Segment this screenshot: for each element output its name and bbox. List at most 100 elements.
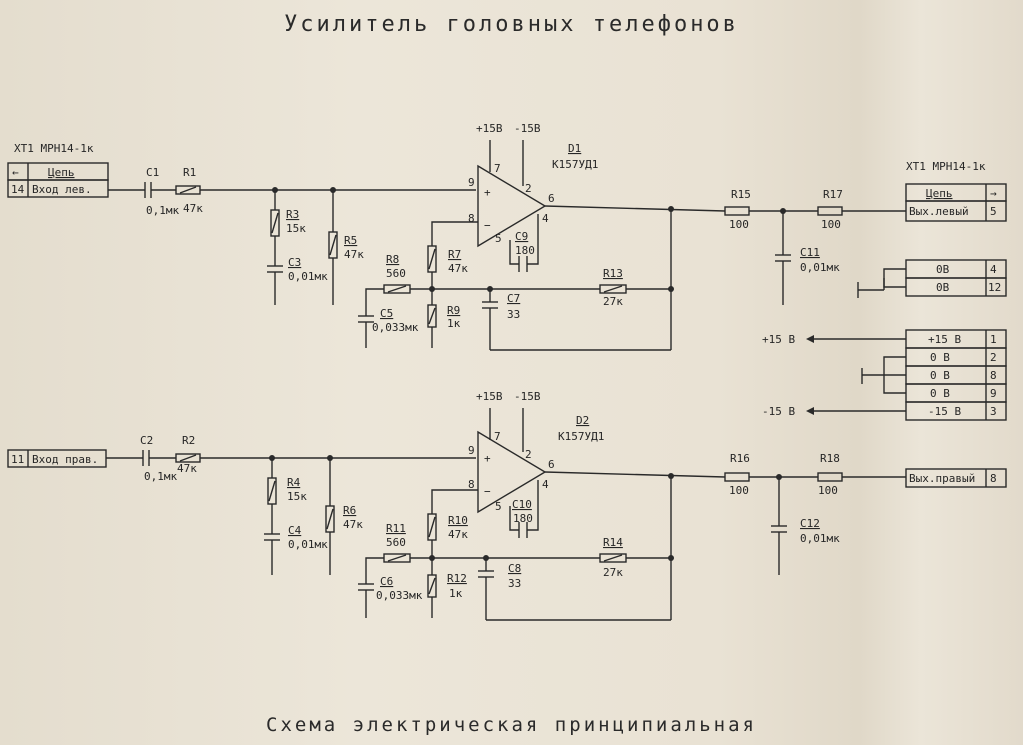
c9-ref: C9 (515, 230, 528, 243)
d1-pin-4: 4 (542, 212, 549, 225)
d1-minus-sign: − (484, 219, 491, 232)
r16-value: 100 (729, 484, 749, 497)
r18-value: 100 (818, 484, 838, 497)
r15-value: 100 (729, 218, 749, 231)
d2-name: D2 (576, 414, 589, 427)
rail-minus-15v-label: -15 В (762, 405, 795, 418)
c6-ref: C6 (380, 575, 393, 588)
r8-ref: R8 (386, 253, 399, 266)
pin-8: 8 (990, 369, 997, 382)
d2-pin-4: 4 (542, 478, 549, 491)
label-output-right: Вых.правый (909, 472, 975, 485)
connector-right-out-right: Вых.правый 8 (905, 468, 1007, 488)
schematic-title: Усилитель головных телефонов (284, 12, 739, 37)
d1-opamp (477, 164, 547, 248)
d1-pin-6: 6 (548, 192, 555, 205)
c1-ref: C1 (146, 166, 159, 179)
r11-ref: R11 (386, 522, 406, 535)
schematic-footer: Схема электрическая принципиальная (266, 714, 757, 736)
c3-value: 0,01мк (288, 270, 328, 283)
pin-12: 12 (988, 281, 1001, 294)
connector-right-arrow: → (990, 187, 997, 200)
d2-opamp (477, 430, 547, 514)
label-0v-pin9: 0 В (930, 387, 950, 400)
connector-right-out-left: Цепь → Вых.левый 5 (905, 183, 1007, 222)
c5-ref: C5 (380, 307, 393, 320)
pin-5: 5 (990, 205, 997, 218)
c8-ref: C8 (508, 562, 521, 575)
r9-value: 1к (447, 317, 461, 330)
r5-ref: R5 (344, 234, 357, 247)
r15-ref: R15 (731, 188, 751, 201)
c11-value: 0,01мк (800, 261, 840, 274)
d1-pin-2: 2 (525, 182, 532, 195)
pin-9: 9 (990, 387, 997, 400)
c11-ref: C11 (800, 246, 820, 259)
connector-right-ground-pair: 0В 4 0В 12 (857, 259, 1007, 298)
d2-vplus: +15В (476, 390, 503, 403)
r14-value: 27к (603, 566, 623, 579)
label-minus15-pin3: -15 В (928, 405, 961, 418)
r16-ref: R16 (730, 452, 750, 465)
connector-left-input-left: ← Цепь 14 Вход лев. (7, 162, 109, 198)
d2-vminus: -15В (514, 390, 541, 403)
r2-value: 47к (177, 462, 197, 475)
d2-pin-6: 6 (548, 458, 555, 471)
channel-right: C2 0,1мк R2 47к R4 15к C4 0,01мк R6 47к … (106, 390, 906, 621)
c7-value: 33 (507, 308, 520, 321)
c6-value: 0,033мк (376, 589, 423, 602)
c9-value: 180 (515, 244, 535, 257)
label-0v-pin4: 0В (936, 263, 950, 276)
connector-right-header: Цепь (926, 187, 953, 200)
pin-11: 11 (11, 453, 24, 466)
d2-pin-9: 9 (468, 444, 475, 457)
r4-value: 15к (287, 490, 307, 503)
d1-pin-5: 5 (495, 232, 502, 245)
c2-ref: C2 (140, 434, 153, 447)
d2-plus-sign: + (484, 452, 491, 465)
pin-1: 1 (990, 333, 997, 346)
pin-3: 3 (990, 405, 997, 418)
r1-ref: R1 (183, 166, 196, 179)
r14-ref: R14 (603, 536, 623, 549)
d1-name: D1 (568, 142, 581, 155)
pin-4: 4 (990, 263, 997, 276)
r15-resistor (724, 206, 750, 216)
c12-ref: C12 (800, 517, 820, 530)
r17-value: 100 (821, 218, 841, 231)
r6-ref: R6 (343, 504, 356, 517)
label-0v-pin8: 0 В (930, 369, 950, 382)
d2-pin-2: 2 (525, 448, 532, 461)
label-0v-pin2: 0 В (930, 351, 950, 364)
c7-ref: C7 (507, 292, 520, 305)
d1-plus-sign: + (484, 186, 491, 199)
pin-8-out-right: 8 (990, 472, 997, 485)
r18-ref: R18 (820, 452, 840, 465)
r2-ref: R2 (182, 434, 195, 447)
c5-value: 0,033мк (372, 321, 419, 334)
d1-pin-9: 9 (468, 176, 475, 189)
d1-vplus: +15В (476, 122, 503, 135)
r9-ref: R9 (447, 304, 460, 317)
label-input-right: Вход прав. (32, 453, 98, 466)
r5-value: 47к (344, 248, 364, 261)
r12-value: 1к (449, 587, 463, 600)
c4-value: 0,01мк (288, 538, 328, 551)
c4-ref: C4 (288, 524, 302, 537)
d1-vminus: -15В (514, 122, 541, 135)
r8-value: 560 (386, 267, 406, 280)
r12-ref: R12 (447, 572, 467, 585)
r17-resistor (817, 206, 843, 216)
d2-pin-7: 7 (494, 430, 501, 443)
connector-left-header: Цепь (48, 166, 75, 179)
pin-2: 2 (990, 351, 997, 364)
r17-ref: R17 (823, 188, 843, 201)
r7-value: 47к (448, 262, 468, 275)
c1-value: 0,1мк (146, 204, 179, 217)
c10-ref: C10 (512, 498, 532, 511)
label-0v-pin12: 0В (936, 281, 950, 294)
rail-plus-15v-label: +15 В (762, 333, 795, 346)
r10-ref: R10 (448, 514, 468, 527)
r3-ref: R3 (286, 208, 299, 221)
